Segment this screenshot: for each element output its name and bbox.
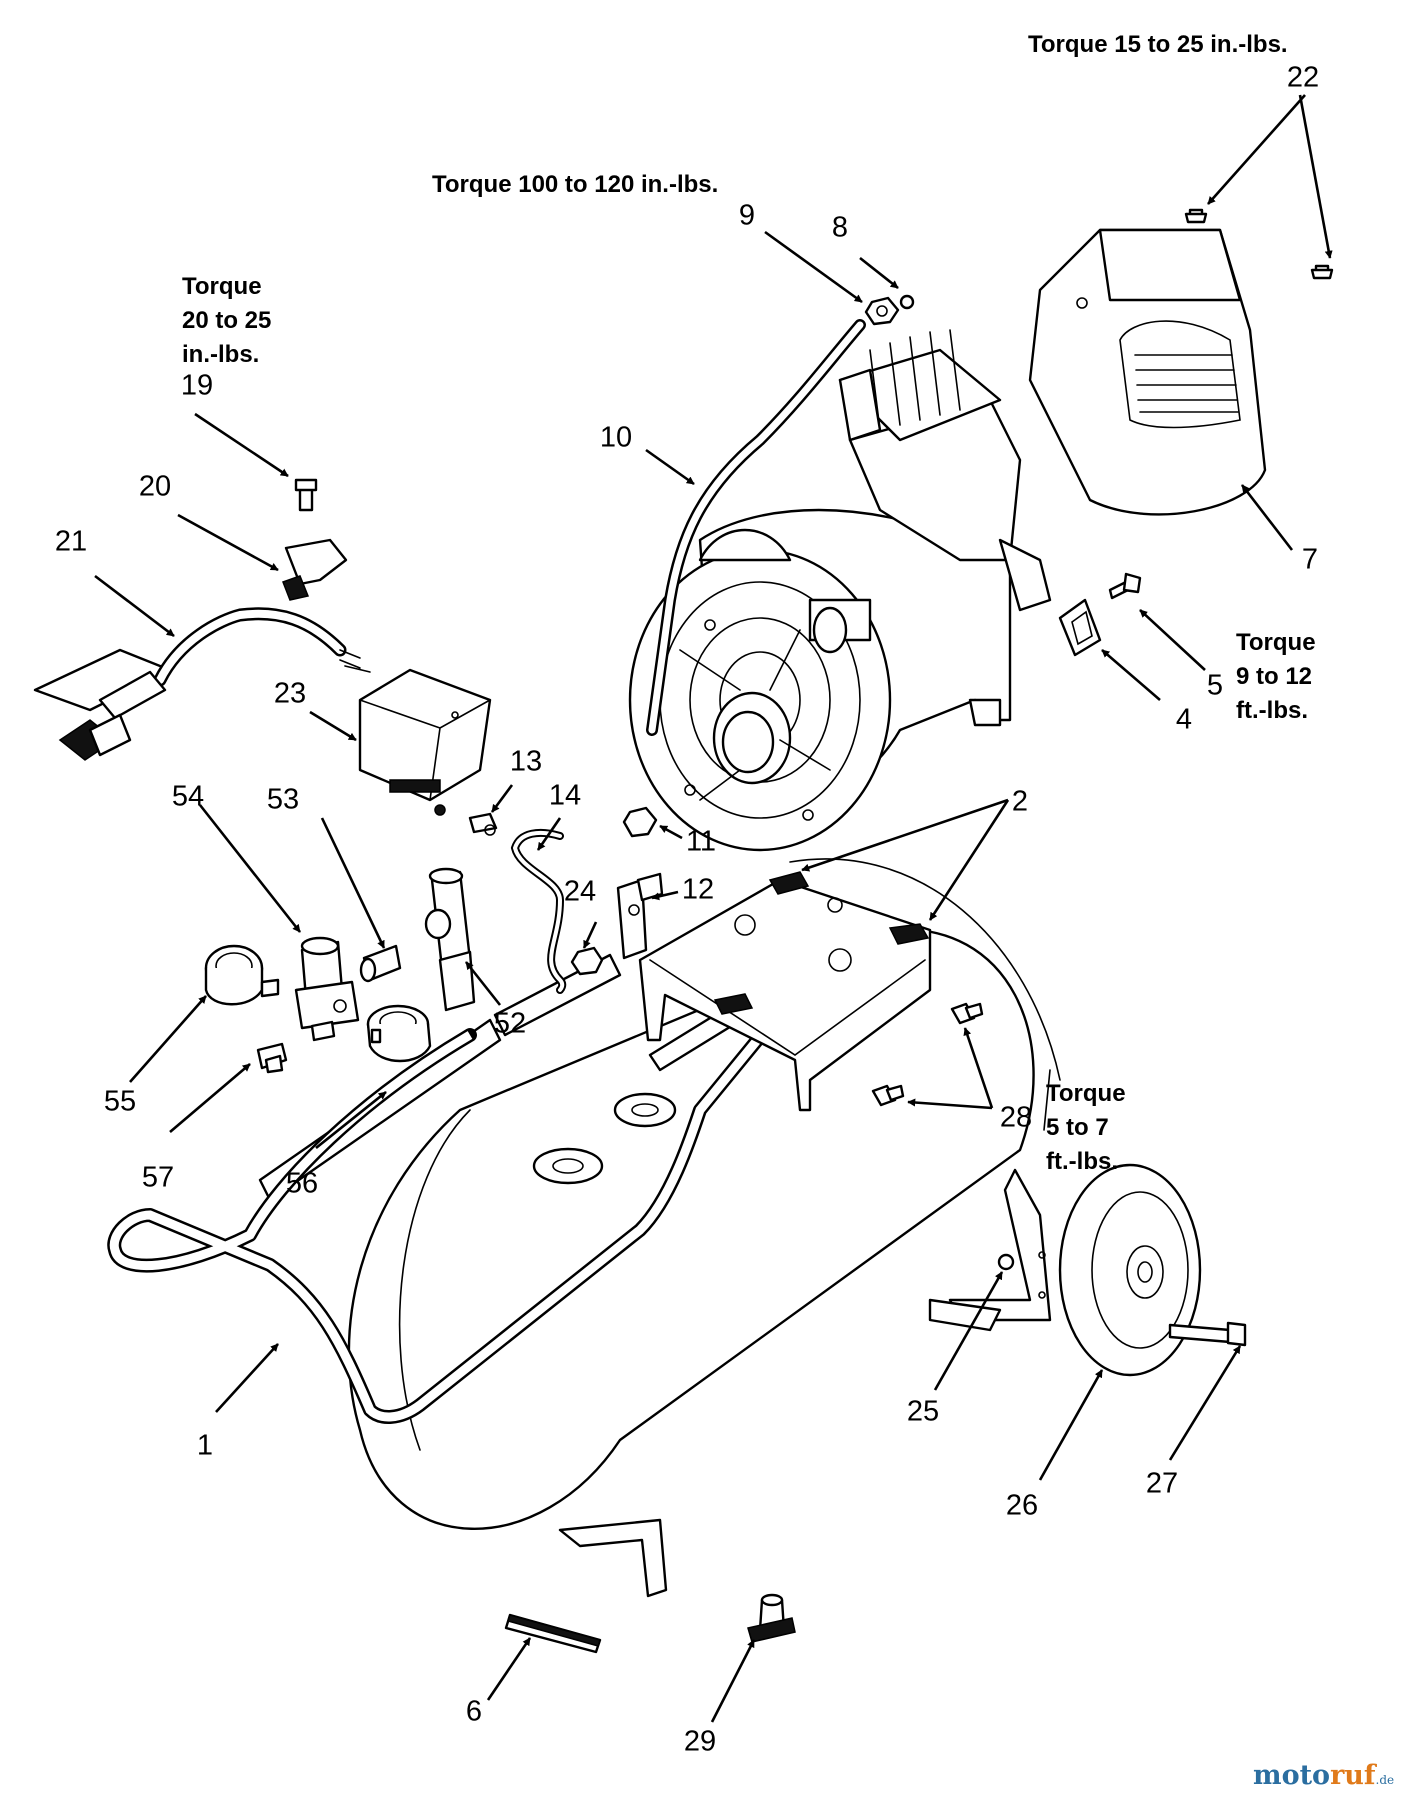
shroud-screw [1310,264,1334,280]
rubber-foot-pad [504,1613,602,1654]
outlet-pressure-gauge [366,1004,432,1063]
callout-28: 28 [999,1101,1033,1134]
callout-24: 24 [563,875,597,908]
shroud [1028,228,1267,516]
watermark-tld: .de [1375,1773,1395,1787]
unloader-tube [510,828,567,994]
callout-10: 10 [599,421,633,454]
compression-nut-small [570,946,604,976]
tank-port-ring [532,1147,604,1185]
callout-21: 21 [54,525,88,558]
power-cord [33,607,371,761]
callout-11: 11 [685,825,717,858]
callout-29: 29 [683,1725,717,1758]
wheel [1058,1163,1202,1377]
callout-6: 6 [465,1695,483,1728]
tank-foot [558,1518,668,1598]
torque-note-19: Torque 20 to 25 in.-lbs. [182,273,272,368]
callout-12: 12 [681,873,715,906]
tank-port-ring [613,1092,677,1128]
callout-1: 1 [196,1429,214,1462]
axle-bolt [1168,1321,1247,1347]
check-valve [616,872,664,960]
leader-lines [94,94,1333,1723]
watermark-name-b: ruf [1330,1760,1376,1791]
callout-57: 57 [141,1161,175,1194]
torque-note-9: Torque 100 to 120 in.-lbs. [432,171,719,198]
knob-screw [294,478,318,512]
callout-9: 9 [738,199,756,232]
torque-note-5: Torque 9 to 12 ft.-lbs. [1236,629,1316,724]
watermark-logo: motoruf.de [1253,1760,1394,1791]
bracket-nut [997,1253,1015,1271]
motor-pump-assembly [628,329,1052,852]
compression-nut [864,296,900,326]
callout-53: 53 [266,783,300,816]
torque-note-28: Torque 5 to 7 ft.-lbs. [1046,1080,1126,1175]
switch-knob [282,538,348,601]
elbow-fitting [468,812,498,836]
regulator [294,936,360,1042]
callout-4: 4 [1175,703,1193,736]
outlet-tube [646,319,866,736]
isolator [1058,598,1102,657]
tank-pressure-gauge [204,944,280,1006]
callout-8: 8 [831,211,849,244]
pressure-switch [358,668,492,816]
callout-23: 23 [273,677,307,710]
callout-22: 22 [1286,61,1320,94]
mounting-bolt [871,1084,905,1107]
callout-5: 5 [1206,669,1224,702]
base-plate [638,871,932,1112]
callout-27: 27 [1145,1467,1179,1500]
callout-52: 52 [493,1007,527,1040]
callout-2: 2 [1011,785,1029,818]
sleeve [899,294,915,310]
nipple [359,944,402,983]
motor-bolt [1108,572,1142,600]
callout-55: 55 [103,1085,137,1118]
drain-valve [747,1593,796,1643]
mounting-bolt [950,1002,984,1025]
callout-56: 56 [285,1167,319,1200]
air-tank [347,858,1061,1598]
callout-13: 13 [509,745,543,778]
callout-20: 20 [138,470,172,503]
callout-26: 26 [1005,1489,1039,1522]
callout-14: 14 [548,779,582,812]
nut [622,806,658,838]
callout-7: 7 [1301,543,1319,576]
callout-54: 54 [171,780,205,813]
manifold [424,867,476,1012]
callout-25: 25 [906,1395,940,1428]
shroud-screw [1184,208,1208,224]
quick-coupler [256,1042,288,1074]
torque-note-22: Torque 15 to 25 in.-lbs. [1028,31,1288,58]
callout-19: 19 [180,369,214,402]
watermark-name-a: moto [1253,1760,1331,1791]
